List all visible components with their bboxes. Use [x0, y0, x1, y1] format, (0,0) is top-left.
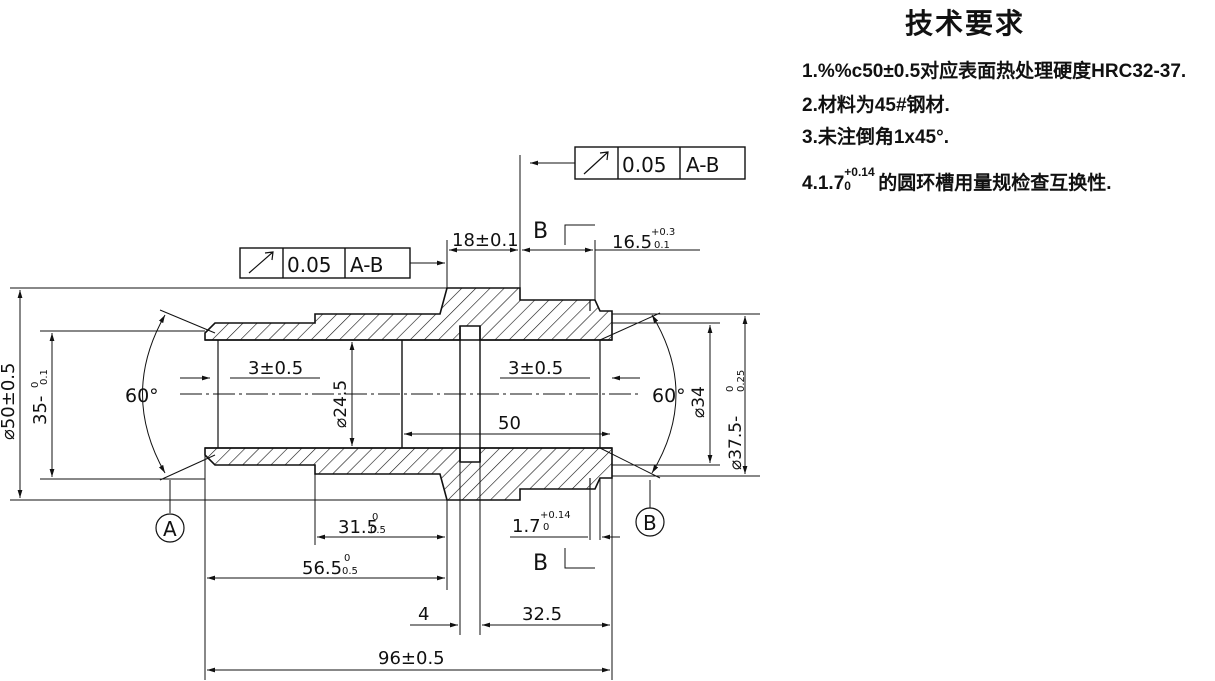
dim-chamfer-left: 3±0.5: [248, 358, 303, 379]
dim-16-5: 16.5: [612, 232, 652, 253]
dim-31-5-lower: 0.5: [370, 525, 386, 536]
right-dims: [404, 312, 760, 479]
datum-a-label: A: [163, 517, 177, 541]
dim-dia37-5-lower: 0.25: [736, 370, 747, 392]
dim-18: 18±0.1: [452, 230, 519, 251]
upper-wall-hatch: [204, 287, 613, 341]
dim-56-5: 56.5: [302, 558, 342, 579]
dim-96: 96±0.5: [378, 648, 445, 669]
dim-dia34: ⌀34: [689, 386, 709, 418]
dim-4: 4: [418, 604, 429, 625]
dim-35: 35-: [30, 396, 51, 425]
tech-note-4-suffix: 的圆环槽用量规检查互换性.: [878, 173, 1112, 194]
tech-note-4-lower: 0: [844, 179, 851, 193]
datum-b-label: B: [643, 511, 657, 535]
dim-31-5: 31.5: [338, 517, 378, 538]
dim-dia37-5-upper: 0: [725, 386, 736, 392]
dim-groove-lower: 0: [543, 522, 549, 533]
tech-note-4-prefix: 4.1.7: [802, 173, 845, 194]
dim-16-5-upper: +0.3: [651, 227, 675, 238]
lower-wall-hatch: [204, 447, 613, 501]
fcf-top-tolerance: 0.05: [622, 153, 667, 177]
tech-note-2: 2.材料为45#钢材.: [802, 95, 950, 116]
runout-icon: [583, 151, 609, 175]
part-section: [204, 287, 613, 540]
dim-35-upper: 0: [30, 382, 41, 388]
tech-note-4-upper: +0.14: [844, 165, 875, 179]
tech-requirements-title: 技术要求: [905, 7, 1026, 40]
dim-dia24-5: ⌀24.5: [331, 380, 351, 428]
dim-angle-left: 60°: [125, 385, 159, 407]
bottom-dims: [169, 455, 651, 680]
dim-50: 50: [498, 413, 521, 434]
dim-31-5-upper: 0: [372, 512, 378, 523]
dim-16-5-lower: 0.1: [654, 240, 670, 251]
runout-icon: [248, 251, 274, 274]
tech-note-1: 1.%%c50±0.5对应表面热处理硬度HRC32-37.: [802, 61, 1187, 82]
datum-b-circle: [635, 507, 665, 537]
datum-a-circle: [155, 513, 185, 543]
tech-note-3: 3.未注倒角1x45°.: [802, 127, 949, 148]
dim-56-5-lower: 0.5: [342, 566, 358, 577]
left-dims: [10, 287, 447, 501]
fcf-left-tolerance: 0.05: [287, 253, 332, 277]
fcf-left-datum: A-B: [350, 253, 383, 277]
section-label-bottom: B: [533, 551, 548, 576]
dim-dia37-5: ⌀37.5-: [726, 416, 746, 470]
dim-groove-upper: +0.14: [540, 510, 571, 521]
fcf-left: 0.05 A-B: [239, 247, 445, 279]
dim-56-5-upper: 0: [344, 553, 350, 564]
top-dims: [446, 155, 700, 569]
section-label-top: B: [533, 219, 548, 244]
dim-35-lower: 0.1: [39, 369, 50, 385]
fcf-top: 0.05 A-B: [530, 146, 746, 180]
dim-groove: 1.7: [512, 516, 541, 537]
dim-angle-right: 60°: [652, 385, 686, 407]
dim-dia50: ⌀50±0.5: [0, 363, 19, 440]
fcf-top-datum: A-B: [686, 153, 719, 177]
dim-32-5: 32.5: [522, 604, 562, 625]
dim-chamfer-right: 3±0.5: [508, 358, 563, 379]
